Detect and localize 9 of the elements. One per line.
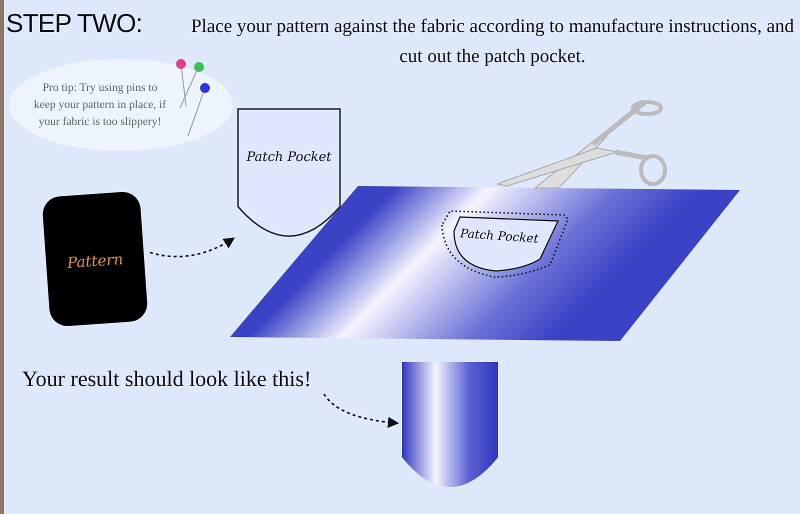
step-heading: STEP TWO: [6,8,142,38]
envelope-label: Pattern [66,249,125,274]
dotted-arrow [323,394,400,428]
pattern-label: Patch Pocket [246,149,332,167]
pattern-label: Patch Pocket [459,225,539,248]
dotted-arrow [150,237,235,258]
instruction-text: Place your pattern against the fabric according to manufacture instructions, and cut out the patch pocket. [190,15,795,69]
result-caption: Your result should look like this! [22,366,312,391]
tip-text: Pro tip: Try using pins to keep your pattern in place, if your fabric is too slippery! [32,80,168,130]
